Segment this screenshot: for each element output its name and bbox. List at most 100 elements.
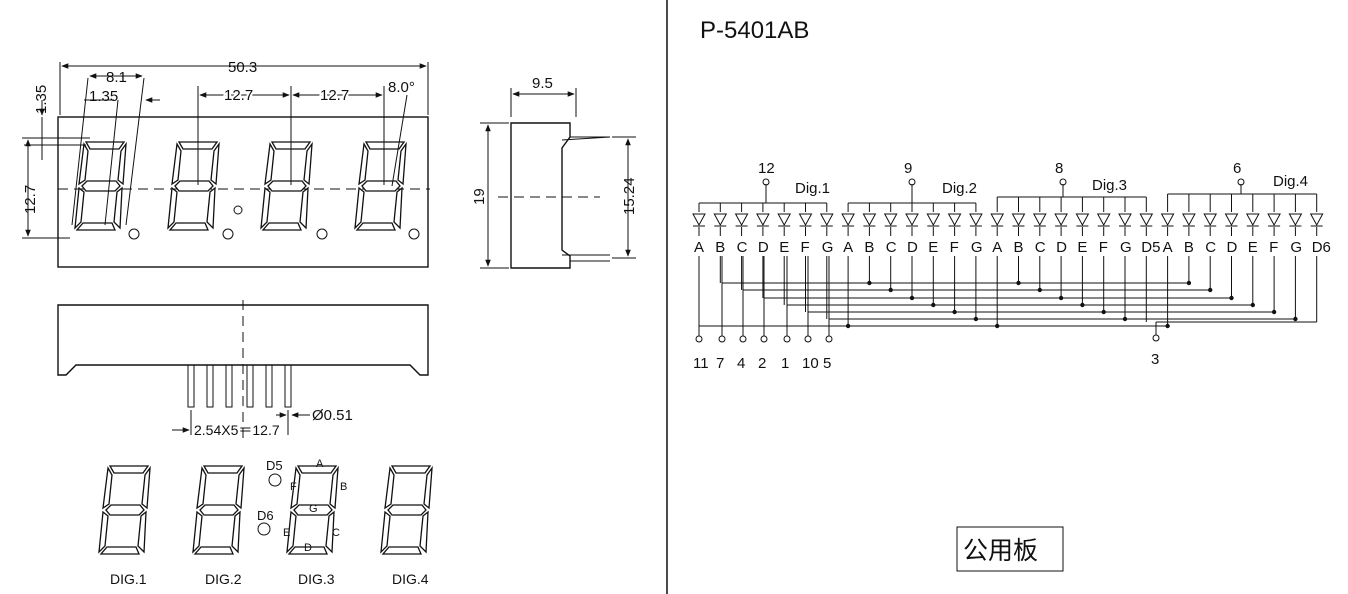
legend-seg-d: D xyxy=(304,542,312,554)
seg-label-2-G: G xyxy=(971,239,983,256)
legend-digit-1 xyxy=(98,465,151,555)
diode-1-B xyxy=(713,213,727,227)
seg-label-2-B: B xyxy=(864,239,874,256)
digit-4-front xyxy=(354,141,420,240)
dp-pin-label: 3 xyxy=(1151,351,1159,368)
diode-1-A xyxy=(692,213,706,227)
pin-label-5: 5 xyxy=(823,355,831,372)
group-label-3: Dig.3 xyxy=(1092,177,1127,194)
diode-2-F xyxy=(948,213,962,227)
common-pin-node-4 xyxy=(1237,178,1245,186)
diode-2-D xyxy=(905,213,919,227)
diode-2-C xyxy=(884,213,898,227)
diode-1-G xyxy=(820,213,834,227)
digit-width-label: 8.1 xyxy=(106,69,127,86)
digit-3-front xyxy=(260,141,328,240)
dp-pin-node xyxy=(1152,334,1160,342)
seg-label-2-C: C xyxy=(886,239,897,256)
side-body-outline xyxy=(510,122,571,269)
pin-node-7 xyxy=(718,335,726,343)
diode-1-D xyxy=(756,213,770,227)
seg-label-4-A: A xyxy=(1163,239,1173,256)
common-pin-2: 9 xyxy=(904,160,912,177)
seg-label-4-D: D xyxy=(1227,239,1238,256)
side-view: 9.5 19 15.24 xyxy=(471,75,638,269)
diode-2-A xyxy=(841,213,855,227)
diode-4-F xyxy=(1267,213,1281,227)
pin-diameter-label: Ø0.51 xyxy=(312,407,353,424)
seg-label-4-D6: D6 xyxy=(1312,239,1331,256)
pitch-1-label: 12.7 xyxy=(224,87,253,104)
group-label-1: Dig.1 xyxy=(795,180,830,197)
segment-legend: D5 D6 A B C D E F G DIG.1 DIG.2 DIG.3 DI… xyxy=(98,458,433,587)
seg-label-3-D5: D5 xyxy=(1141,239,1160,256)
legend-seg-e: E xyxy=(283,527,290,539)
digit-2-front xyxy=(167,141,243,240)
top-offset-label: 1.35 xyxy=(33,85,50,114)
pin-node-11 xyxy=(695,335,703,343)
diode-4-C xyxy=(1203,213,1217,227)
legend-seg-b: B xyxy=(340,481,347,493)
pin-node-1 xyxy=(783,335,791,343)
diode-3-G xyxy=(1118,213,1132,227)
legend-dp6: D6 xyxy=(257,508,274,523)
pin-pitch-label: 2.54X5＝12.7 xyxy=(194,422,280,438)
legend-digit-2 xyxy=(192,465,245,555)
group-label-4: Dig.4 xyxy=(1273,173,1308,190)
overall-width-label: 50.3 xyxy=(228,59,257,76)
common-board-box xyxy=(956,526,1064,572)
diode-2-B xyxy=(862,213,876,227)
common-pin-3: 8 xyxy=(1055,160,1063,177)
seg-label-4-E: E xyxy=(1248,239,1258,256)
seg-label-4-G: G xyxy=(1290,239,1302,256)
seg-label-1-F: F xyxy=(801,239,810,256)
seg-label-3-D: D xyxy=(1056,239,1067,256)
legend-seg-g: G xyxy=(309,503,318,515)
pin-node-10 xyxy=(804,335,812,343)
legend-seg-f: F xyxy=(290,481,297,493)
bottom-body-outline xyxy=(57,304,429,376)
diode-3-F xyxy=(1097,213,1111,227)
digit-height-label: 12.7 xyxy=(22,185,39,214)
digit-1-front xyxy=(74,141,140,240)
diode-4-G xyxy=(1288,213,1302,227)
legend-seg-c: C xyxy=(332,527,340,539)
slant-label: 8.0° xyxy=(388,79,415,96)
seg-label-3-C: C xyxy=(1035,239,1046,256)
seg-label-4-B: B xyxy=(1184,239,1194,256)
pin-node-5 xyxy=(825,335,833,343)
pin-row xyxy=(187,364,292,408)
body-height-label: 19 xyxy=(471,188,488,205)
pitch-2-label: 12.7 xyxy=(320,87,349,104)
seg-label-3-E: E xyxy=(1077,239,1087,256)
pin-label-11: 11 xyxy=(693,355,709,372)
common-pin-1: 12 xyxy=(758,160,775,177)
seg-label-3-A: A xyxy=(992,239,1002,256)
dig2-label: DIG.2 xyxy=(205,571,242,587)
pin-label-7: 7 xyxy=(716,355,724,372)
common-pin-node-3 xyxy=(1059,178,1067,186)
seg-label-1-C: C xyxy=(737,239,748,256)
diode-3-B xyxy=(1012,213,1025,227)
diode-3-E xyxy=(1075,213,1089,227)
common-board-label: 公用板 xyxy=(963,536,1038,565)
diode-4-D6 xyxy=(1310,213,1324,227)
pin-label-1: 1 xyxy=(781,355,789,372)
dig4-label: DIG.4 xyxy=(392,571,429,587)
common-pin-4: 6 xyxy=(1233,160,1241,177)
common-pin-node-2 xyxy=(908,178,916,186)
seg-label-1-G: G xyxy=(822,239,834,256)
diode-4-E xyxy=(1246,213,1260,227)
diode-1-F xyxy=(799,213,812,227)
seg-label-3-F: F xyxy=(1099,239,1108,256)
diode-4-D xyxy=(1225,213,1238,227)
pin-label-2: 2 xyxy=(758,355,766,372)
seg-label-4-C: C xyxy=(1205,239,1216,256)
common-pin-node-1 xyxy=(762,178,770,186)
seg-label-2-F: F xyxy=(950,239,959,256)
seg-label-2-A: A xyxy=(843,239,853,256)
group-label-2: Dig.2 xyxy=(942,180,977,197)
seg-label-4-F: F xyxy=(1269,239,1278,256)
